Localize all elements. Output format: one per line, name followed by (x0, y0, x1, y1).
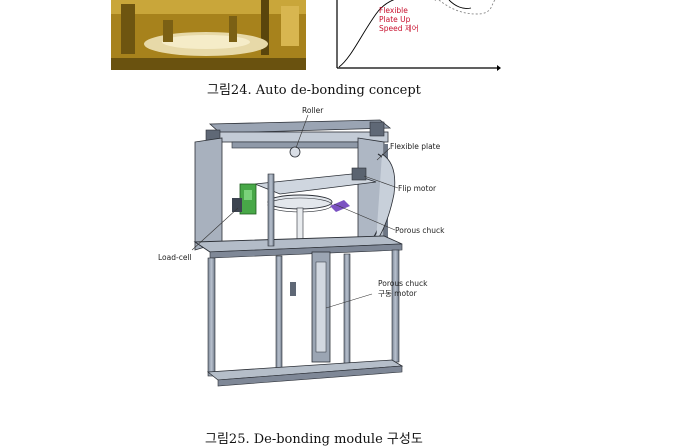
chart-axes (336, 0, 501, 71)
chart-label-speed-control: Speed 제어 (379, 24, 419, 33)
chart-label-flexible: Flexible (379, 6, 408, 15)
cleanroom-photo (111, 0, 306, 70)
de-bonding-module-drawing: Roller Flexible plate Flip motor Porous … (140, 102, 460, 392)
speed-profile-chart: Flexible Plate Up Speed 제어 (331, 0, 501, 72)
figure-24-caption: 그림24. Auto de-bonding concept (207, 83, 421, 98)
callout-porous-chuck-drive-line1: Porous chuck (378, 279, 428, 288)
callout-flip-motor: Flip motor (398, 184, 437, 193)
callout-load-cell: Load-cell (158, 253, 192, 262)
callout-flexible-plate: Flexible plate (390, 142, 441, 151)
callout-porous-chuck: Porous chuck (395, 226, 445, 235)
machine-graphic (191, 114, 404, 387)
cleanroom-photo-graphic (111, 0, 306, 70)
chart-label-plate-up: Plate Up (379, 15, 411, 24)
callout-roller: Roller (302, 106, 324, 115)
callout-porous-chuck-drive-line2: 구동 motor (378, 289, 417, 298)
figure-25-caption: 그림25. De-bonding module 구성도 (205, 432, 423, 447)
